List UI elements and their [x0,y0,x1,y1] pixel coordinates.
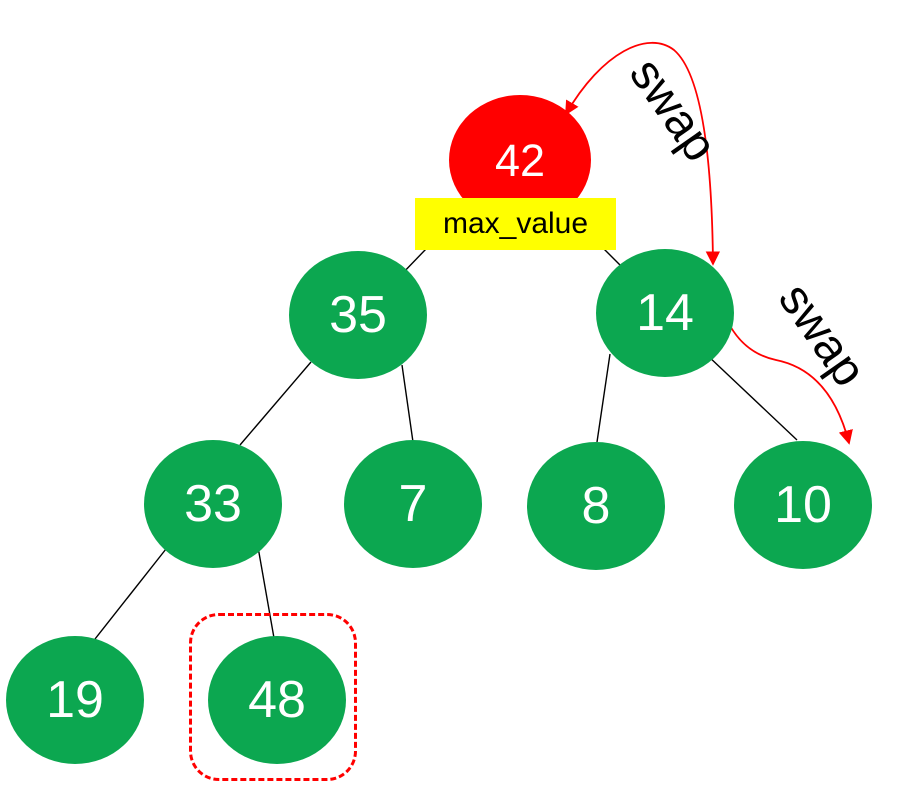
dashed-highlight-box-48 [189,613,357,781]
swap-arrow-42-14 [565,41,721,266]
node-value: 14 [636,284,694,342]
node-value: 42 [494,134,546,186]
tree-node-10: 10 [734,441,872,569]
edge-14-10 [706,354,798,441]
node-value: 7 [398,475,428,533]
tree-node-8: 8 [527,442,665,570]
tree-node-19: 19 [6,636,144,764]
node-value: 35 [329,286,387,344]
node-value: 8 [581,477,611,535]
node-value: 33 [184,475,242,533]
edge-33-19 [94,548,167,640]
node-value: 19 [46,671,104,729]
node-value: 10 [774,476,832,534]
edge-35-33 [239,361,312,446]
tree-node-48: 48 [208,636,346,764]
edge-14-8 [596,353,611,443]
tree-node-33: 33 [144,440,282,568]
tree-node-35: 35 [289,251,427,379]
max-value-label: max_value [415,198,616,250]
node-value: 48 [248,671,306,729]
edge-35-7 [401,364,414,443]
edge-33-48 [257,546,275,639]
tree-node-7: 7 [344,440,482,568]
tree-node-14: 14 [596,249,734,377]
